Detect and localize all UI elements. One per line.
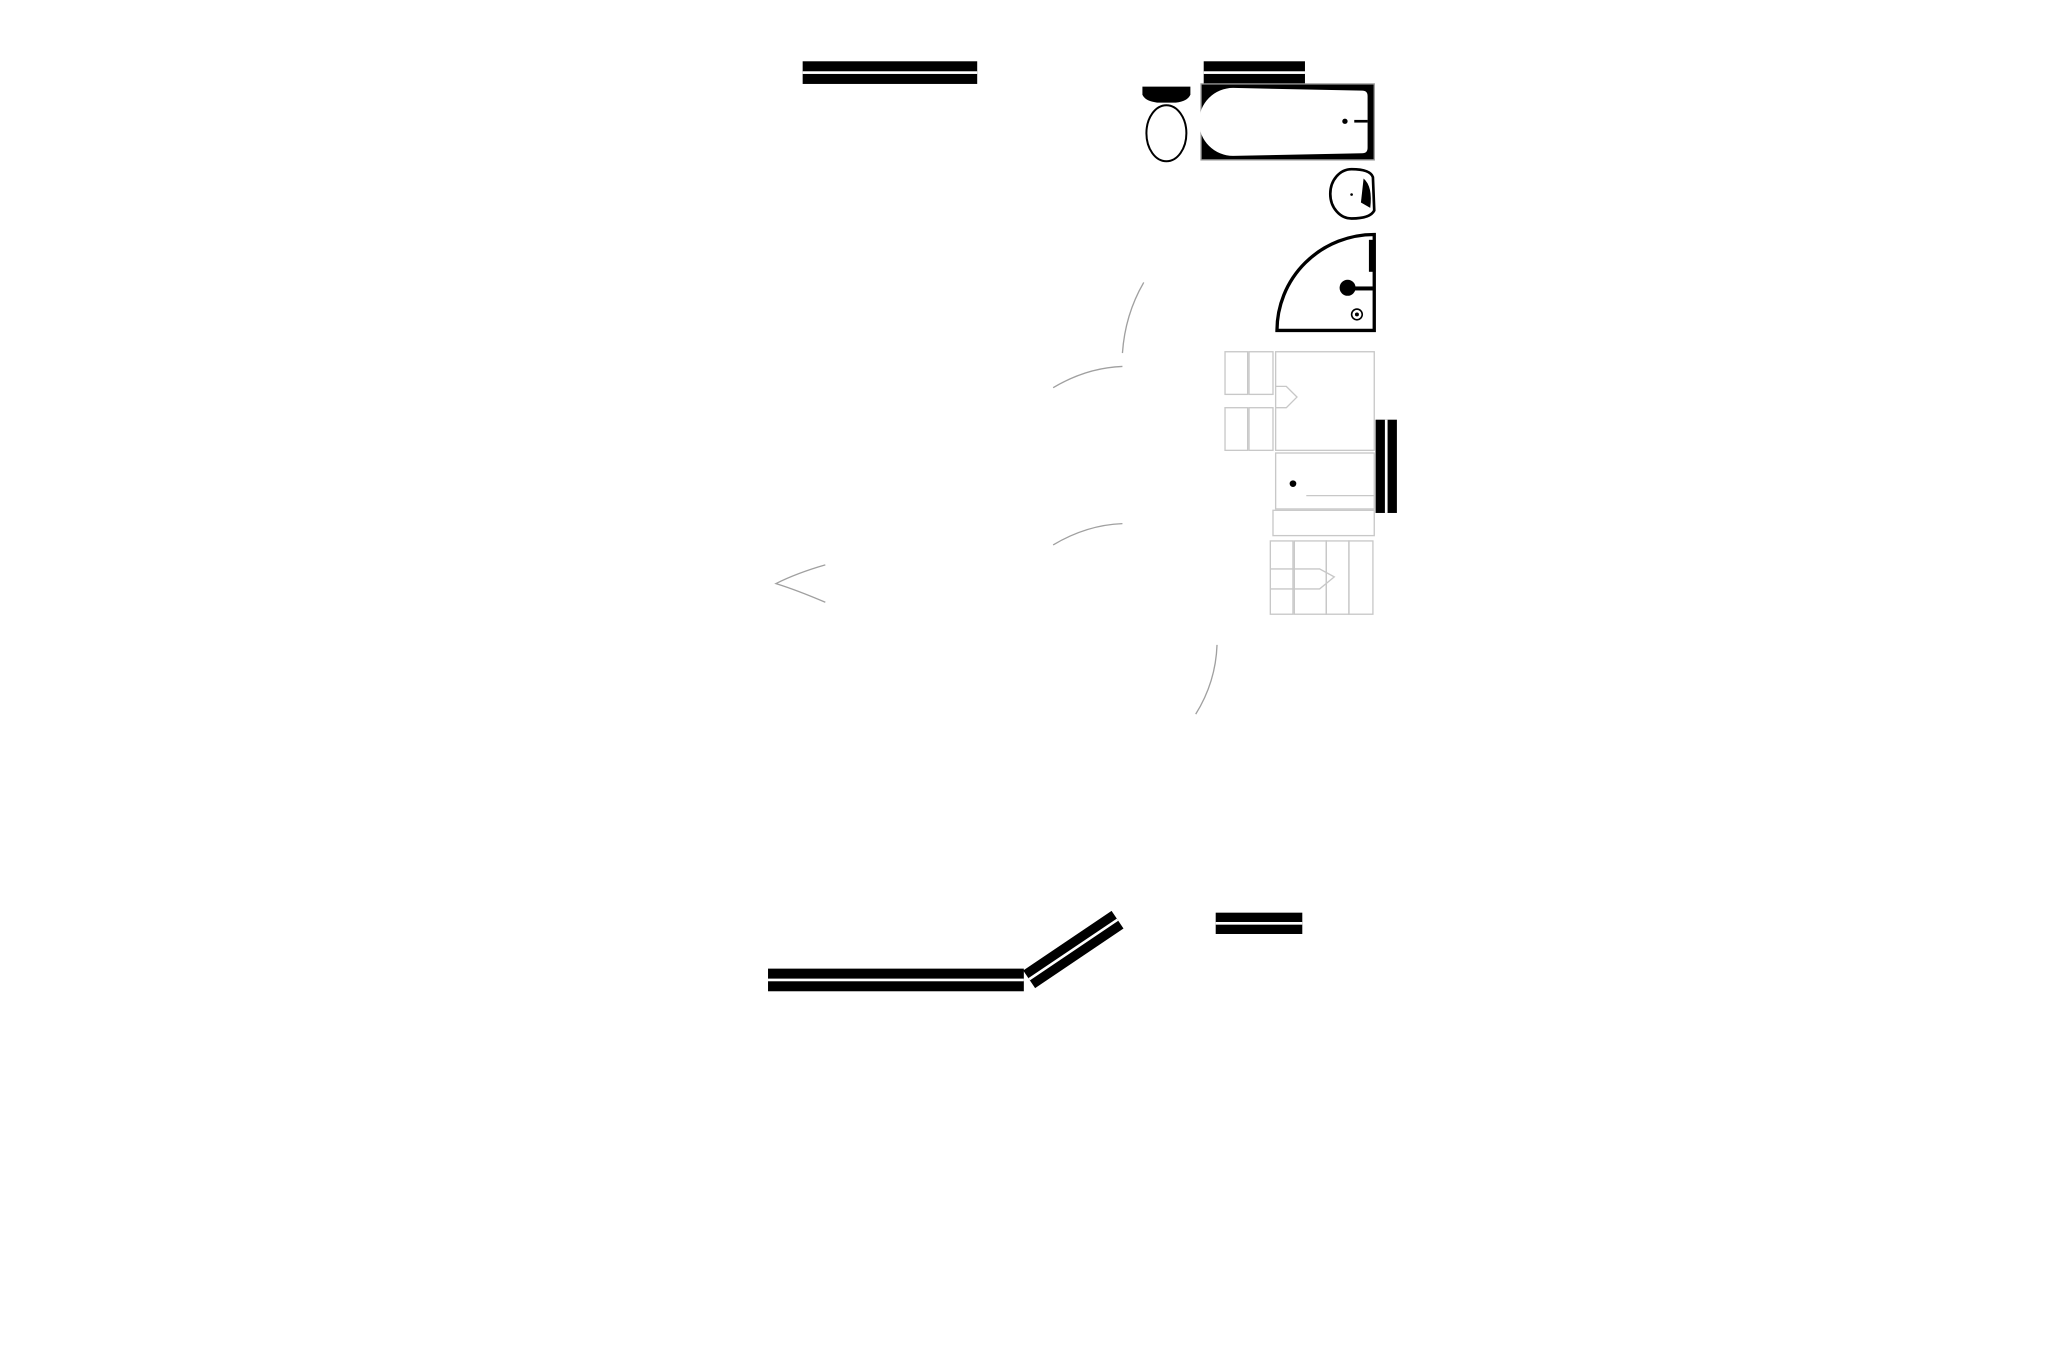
door-swing-arc [1052, 522, 1123, 546]
door-swing-arc [1195, 644, 1218, 715]
cabinet-upper [1224, 351, 1375, 452]
wall-bottom-right [1215, 912, 1303, 934]
toilet-icon [1142, 86, 1191, 163]
wall-top-right [1203, 61, 1305, 84]
door-swing-arc [1052, 365, 1123, 389]
door-swing-arc [1121, 282, 1145, 354]
corner-shower-icon [1275, 232, 1376, 333]
cabinet-lower [1269, 540, 1374, 615]
wall-top-left [802, 61, 978, 84]
wall-bottom-left [768, 968, 1024, 992]
wall-right [1375, 419, 1397, 513]
cabinet-middle [1272, 452, 1375, 537]
wall-bottom-diagonal [1023, 910, 1124, 989]
sink-icon [1329, 167, 1376, 220]
door-swing-arc [774, 564, 826, 603]
bathtub-icon [1199, 83, 1375, 161]
